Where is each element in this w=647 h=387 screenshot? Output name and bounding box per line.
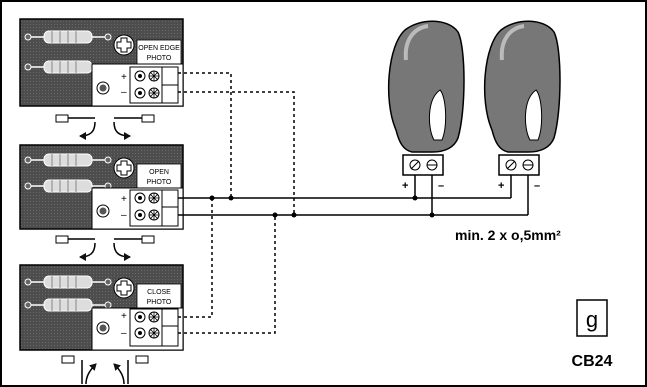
module-label-line1: OPEN EDGE bbox=[138, 45, 180, 52]
section-letter: g bbox=[586, 307, 598, 332]
section-letter-box bbox=[576, 299, 608, 337]
model-code: CB24 bbox=[572, 353, 613, 370]
cable-spec-label: min. 2 x o,5mm² bbox=[455, 227, 561, 243]
resistor-2 bbox=[24, 298, 112, 312]
gear-icon bbox=[113, 34, 135, 56]
terminal-plus: + bbox=[121, 311, 127, 322]
module-open-photo: OPEN PHOTO + – bbox=[19, 144, 184, 230]
gear-icon bbox=[113, 277, 135, 299]
terminal-plus: + bbox=[121, 72, 127, 83]
module-label-line1: OPEN bbox=[149, 169, 169, 176]
junction-dots bbox=[209, 195, 435, 218]
solid-wires bbox=[178, 175, 529, 216]
resistor-1 bbox=[24, 275, 112, 289]
led-indicator-icon bbox=[96, 204, 110, 218]
led-indicator-icon bbox=[96, 321, 110, 335]
gate-close-icon bbox=[61, 355, 149, 385]
module-label-line2: PHOTO bbox=[147, 55, 172, 62]
gate-open-icon bbox=[55, 114, 155, 140]
module-open-edge-photo: OPEN EDGE PHOTO + – bbox=[19, 18, 184, 107]
sensor-minus: – bbox=[534, 180, 540, 192]
photocell-sensor-1: + – bbox=[387, 20, 465, 192]
gear-icon bbox=[113, 157, 135, 179]
terminal-block bbox=[129, 66, 179, 104]
terminal-minus: – bbox=[121, 210, 127, 221]
terminal-block bbox=[129, 189, 179, 227]
led-indicator-icon bbox=[96, 81, 110, 95]
module-label-line1: CLOSE bbox=[147, 289, 171, 296]
terminal-minus: – bbox=[121, 87, 127, 98]
module-label-line2: PHOTO bbox=[147, 299, 172, 306]
sensor-plus: + bbox=[498, 180, 504, 192]
sensor-plus: + bbox=[402, 180, 408, 192]
terminal-plus: + bbox=[121, 194, 127, 205]
module-close-photo: CLOSE PHOTO + – bbox=[19, 264, 184, 351]
photocell-sensor-2: + – bbox=[483, 20, 561, 192]
module-label-line2: PHOTO bbox=[147, 179, 172, 186]
terminal-minus: – bbox=[121, 328, 127, 339]
gate-open-icon bbox=[55, 235, 155, 261]
resistor-1 bbox=[24, 153, 112, 167]
sensor-minus: – bbox=[438, 180, 444, 192]
resistor-1 bbox=[24, 30, 112, 44]
dashed-wires bbox=[178, 72, 295, 334]
terminal-block bbox=[129, 308, 179, 347]
